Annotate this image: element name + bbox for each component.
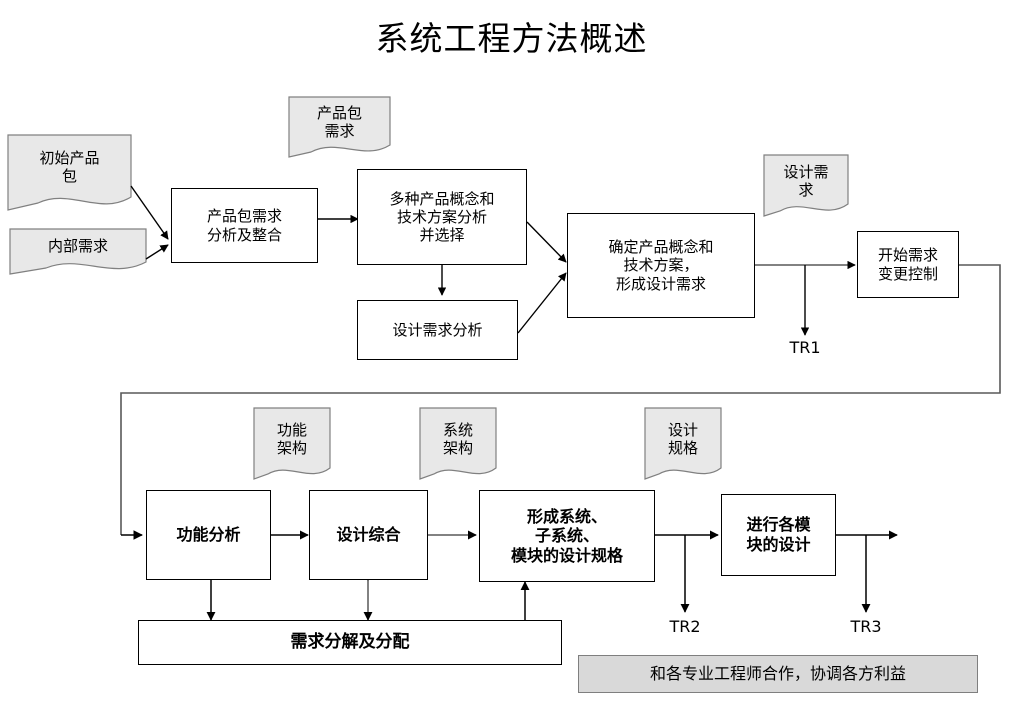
node-module-design[interactable]: 进行各模 块的设计 xyxy=(721,494,836,576)
connector-initial-to-analysis xyxy=(130,185,169,240)
node-form-system-spec[interactable]: 形成系统、 子系统、 模块的设计规格 xyxy=(479,490,655,582)
node-functional-analysis[interactable]: 功能分析 xyxy=(146,490,271,580)
milestone-tr2: TR2 xyxy=(669,617,701,636)
node-collaboration-note: 和各专业工程师合作，协调各方利益 xyxy=(578,655,978,693)
doc-shape-initial-product-package xyxy=(7,134,132,211)
milestone-tr3: TR3 xyxy=(850,617,882,636)
node-package-requirement-analysis[interactable]: 产品包需求 分析及整合 xyxy=(171,188,318,263)
node-determine-concept[interactable]: 确定产品概念和 技术方案， 形成设计需求 xyxy=(567,213,755,318)
node-text-line: 开始需求 xyxy=(877,246,938,265)
doc-shape-system-architecture xyxy=(419,407,497,480)
connector-concept-to-determine xyxy=(526,221,567,263)
node-text-line: 形成系统、 xyxy=(526,506,607,526)
node-text-line: 设计综合 xyxy=(336,525,401,545)
doc-shape-internal-requirement xyxy=(9,228,147,275)
node-text-line: 技术方案分析 xyxy=(396,207,487,226)
node-text-line: 技术方案， xyxy=(623,256,699,275)
node-design-synthesis[interactable]: 设计综合 xyxy=(309,490,428,580)
milestone-tr1: TR1 xyxy=(789,338,821,357)
node-text-line: 并选择 xyxy=(419,226,465,245)
doc-shape-design-specification xyxy=(644,407,722,480)
node-start-change-control[interactable]: 开始需求 变更控制 xyxy=(857,231,959,298)
node-text-line: 设计需求分析 xyxy=(392,320,483,339)
page-title: 系统工程方法概述 xyxy=(375,19,648,58)
node-text-line: 确定产品概念和 xyxy=(608,238,714,257)
connector-designreq-to-determine xyxy=(517,272,567,334)
node-requirement-decomposition[interactable]: 需求分解及分配 xyxy=(138,620,562,665)
doc-shape-product-package-requirement xyxy=(288,96,391,158)
node-text-line: 模块的设计规格 xyxy=(510,545,623,565)
node-text-line: 子系统、 xyxy=(534,526,599,546)
node-text-line: 变更控制 xyxy=(877,264,938,283)
node-text-line: 块的设计 xyxy=(746,535,811,554)
connector-changecontrol-loop-right xyxy=(120,264,1001,535)
node-text-line: 多种产品概念和 xyxy=(389,189,495,208)
connector-internal-to-analysis xyxy=(145,244,169,260)
node-text-line: 和各专业工程师合作，协调各方利益 xyxy=(649,664,906,684)
node-design-requirement-analysis[interactable]: 设计需求分析 xyxy=(357,300,518,360)
node-text-line: 进行各模 xyxy=(746,515,811,535)
node-text-line: 功能分析 xyxy=(176,525,241,545)
node-text-line: 分析及整合 xyxy=(206,225,282,244)
node-text-line: 形成设计需求 xyxy=(615,274,706,293)
node-text-line: 产品包需求 xyxy=(206,207,282,226)
doc-shape-design-requirement xyxy=(763,154,849,217)
doc-shape-functional-architecture xyxy=(253,407,331,480)
node-text-line: 需求分解及分配 xyxy=(290,632,410,653)
node-concept-tech-analysis[interactable]: 多种产品概念和 技术方案分析 并选择 xyxy=(357,169,527,265)
